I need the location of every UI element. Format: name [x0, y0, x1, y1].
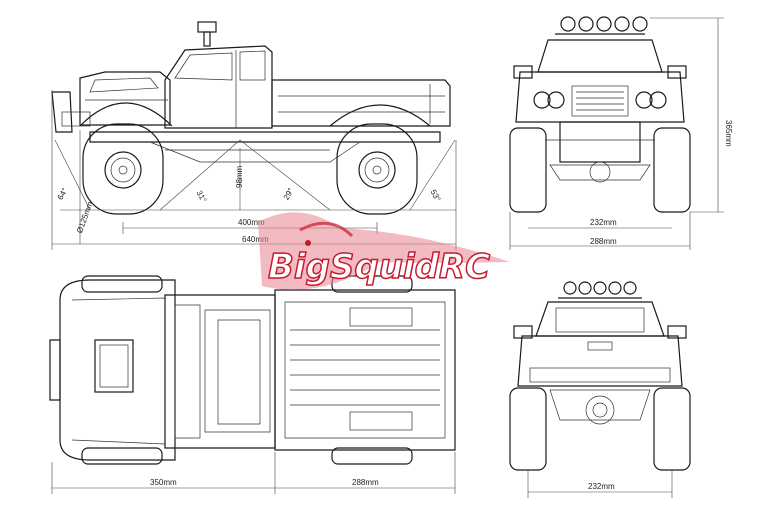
top-bed	[274, 289, 456, 451]
rear-light-bar	[558, 281, 642, 299]
rear-window-top	[535, 301, 665, 337]
side-tire-dia: Ø125mm	[75, 200, 95, 234]
front-right-tire	[653, 127, 691, 213]
side-mid-height: 98mm	[235, 165, 244, 188]
rear-window	[239, 50, 266, 81]
light-bar	[555, 16, 648, 35]
top-rear-right-tire	[331, 447, 413, 465]
rear-right-tire	[653, 387, 691, 471]
rear-view	[509, 281, 691, 498]
front-height: 365mm	[724, 120, 733, 147]
side-wheelbase: 400mm	[238, 218, 265, 227]
tailgate	[517, 335, 683, 387]
top-view	[49, 275, 456, 494]
front-view	[509, 16, 724, 250]
top-cab	[164, 294, 276, 449]
truck-bed	[271, 79, 451, 127]
front-wheel	[82, 123, 164, 215]
side-angle-front: 31°	[195, 189, 209, 204]
watermark-logo: BigSquidRC	[258, 212, 510, 290]
light-post	[203, 31, 211, 47]
roof-light	[197, 21, 217, 33]
cab-body	[164, 45, 273, 129]
front-window	[174, 52, 233, 81]
front-left-tire	[509, 127, 547, 213]
top-front-left-tire	[81, 275, 163, 293]
side-angle-left: 64°	[56, 186, 70, 201]
side-angle-rear2: 53°	[429, 188, 443, 203]
front-track: 232mm	[590, 218, 617, 227]
top-front-right-tire	[81, 447, 163, 465]
rear-fender	[329, 104, 431, 127]
side-length: 640mm	[242, 235, 269, 244]
top-hood	[59, 279, 176, 461]
side-view	[51, 21, 457, 250]
rear-wheel	[336, 123, 418, 215]
front-grille-body	[515, 71, 685, 123]
windshield	[537, 39, 663, 73]
hood-scoop	[94, 339, 134, 393]
watermark-text: BigSquidRC	[268, 247, 490, 287]
front-bumper	[51, 91, 73, 133]
hood	[79, 71, 171, 126]
chassis-rail	[89, 131, 441, 143]
rear-left-tire	[509, 387, 547, 471]
front-fender	[79, 102, 173, 127]
rear-track: 232mm	[588, 482, 615, 491]
top-bed-length: 288mm	[352, 478, 379, 487]
top-front-length: 350mm	[150, 478, 177, 487]
side-angle-rear: 29°	[282, 186, 296, 201]
front-width: 288mm	[590, 237, 617, 246]
